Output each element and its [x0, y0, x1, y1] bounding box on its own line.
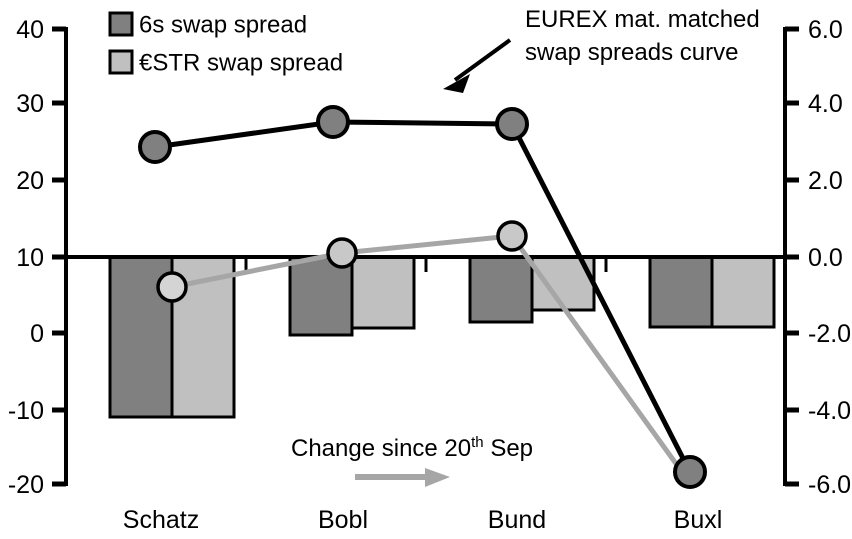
change-annotation-superscript: th	[471, 434, 484, 451]
legend-swatch-estr	[108, 49, 134, 75]
right-tick-2: 2.0	[808, 167, 843, 195]
category-labels: Schatz Bobl Bund Buxl	[123, 506, 723, 534]
category-label-buxl: Buxl	[674, 506, 723, 534]
right-tick-4: 4.0	[808, 90, 843, 118]
bar-bobl-estr	[350, 255, 416, 330]
left-tick-20: 20	[16, 167, 44, 195]
left-tick-10: 10	[16, 244, 44, 272]
bars-group	[108, 255, 776, 419]
left-tick-neg10: -10	[8, 397, 44, 425]
category-label-bobl: Bobl	[318, 506, 368, 534]
eurex-annotation: EUREX mat. matched swap spreads curve	[443, 6, 760, 93]
change-annotation-main: Change since 20	[291, 435, 471, 462]
left-axis: 40 30 20 10 0 -10 -20	[8, 16, 68, 499]
eurex-marker-buxl	[673, 455, 707, 489]
gray-marker-bund	[496, 220, 528, 252]
bar-bobl-6s	[288, 255, 354, 337]
right-axis: 6.0 4.0 2.0 0.0 -2.0 -4.0 -6.0	[783, 16, 851, 499]
legend-swatch-6s	[108, 11, 134, 37]
change-annotation-tail: Sep	[484, 435, 533, 462]
legend: 6s swap spread €STR swap spread	[108, 11, 343, 76]
right-tick-neg2: -2.0	[808, 320, 851, 348]
left-tick-30: 30	[16, 90, 44, 118]
bar-bund-6s	[468, 255, 534, 324]
eurex-annotation-line2: swap spreads curve	[525, 39, 738, 66]
legend-label-estr: €STR swap spread	[139, 49, 343, 76]
gray-line-series	[156, 220, 685, 474]
eurex-annotation-arrowhead	[443, 74, 470, 93]
bar-buxl-estr	[710, 255, 776, 329]
bar-buxl-6s	[648, 255, 714, 329]
change-annotation-arrowhead	[425, 468, 450, 487]
left-tick-neg20: -20	[8, 471, 44, 499]
eurex-marker-bobl	[316, 105, 350, 139]
eurex-line-series	[138, 105, 707, 489]
category-label-bund: Bund	[488, 506, 546, 534]
eurex-annotation-line1: EUREX mat. matched	[525, 6, 760, 33]
eurex-marker-bund	[495, 107, 529, 141]
baseline-axis	[66, 255, 785, 272]
left-tick-40: 40	[16, 16, 44, 44]
change-annotation-text: Change since 20th Sep	[291, 434, 533, 462]
right-tick-neg4: -4.0	[808, 397, 851, 425]
right-tick-0: 0.0	[808, 244, 843, 272]
change-annotation: Change since 20th Sep	[291, 434, 533, 487]
right-tick-neg6: -6.0	[808, 471, 851, 499]
left-tick-0: 0	[30, 320, 44, 348]
gray-marker-schatz	[156, 271, 188, 303]
legend-label-6s: 6s swap spread	[139, 11, 307, 38]
gray-marker-bobl	[326, 237, 358, 269]
right-tick-6: 6.0	[808, 16, 843, 44]
eurex-marker-schatz	[138, 130, 172, 164]
category-label-schatz: Schatz	[123, 506, 199, 534]
